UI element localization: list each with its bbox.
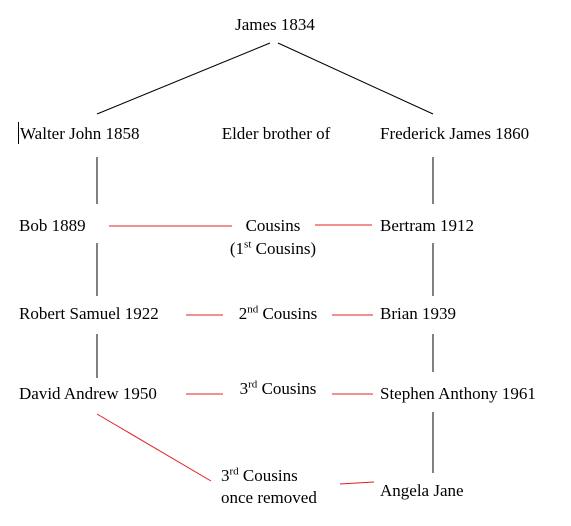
line-james-walter [96, 42, 271, 115]
person-bob: Bob 1889 [19, 216, 86, 235]
person-stephen: Stephen Anthony 1961 [380, 384, 536, 403]
relation-second-cousins: 2nd Cousins [238, 303, 318, 323]
relation-once-removed: once removed [221, 488, 317, 507]
relation-first-cousins: (1st Cousins) [229, 238, 317, 258]
relation-third-cousins: 3rd Cousins [239, 378, 317, 398]
line-removed-angela [339, 481, 375, 485]
line-james-frederick [277, 42, 434, 115]
person-walter: Walter John 1858 [20, 124, 140, 143]
line-david-removed [96, 413, 212, 482]
person-david: David Andrew 1950 [19, 384, 157, 403]
person-frederick: Frederick James 1860 [380, 124, 530, 143]
person-james: James 1834 [235, 15, 315, 34]
person-brian: Brian 1939 [380, 304, 457, 323]
relation-elder-brother: Elder brother of [221, 124, 331, 143]
relation-third-cousins-removed: 3rd Cousins [221, 465, 298, 485]
person-robert: Robert Samuel 1922 [19, 304, 159, 323]
relation-cousins: Cousins [245, 216, 301, 235]
person-bertram: Bertram 1912 [380, 216, 474, 235]
person-angela: Angela Jane [380, 481, 464, 500]
text-cursor-icon [18, 122, 19, 144]
